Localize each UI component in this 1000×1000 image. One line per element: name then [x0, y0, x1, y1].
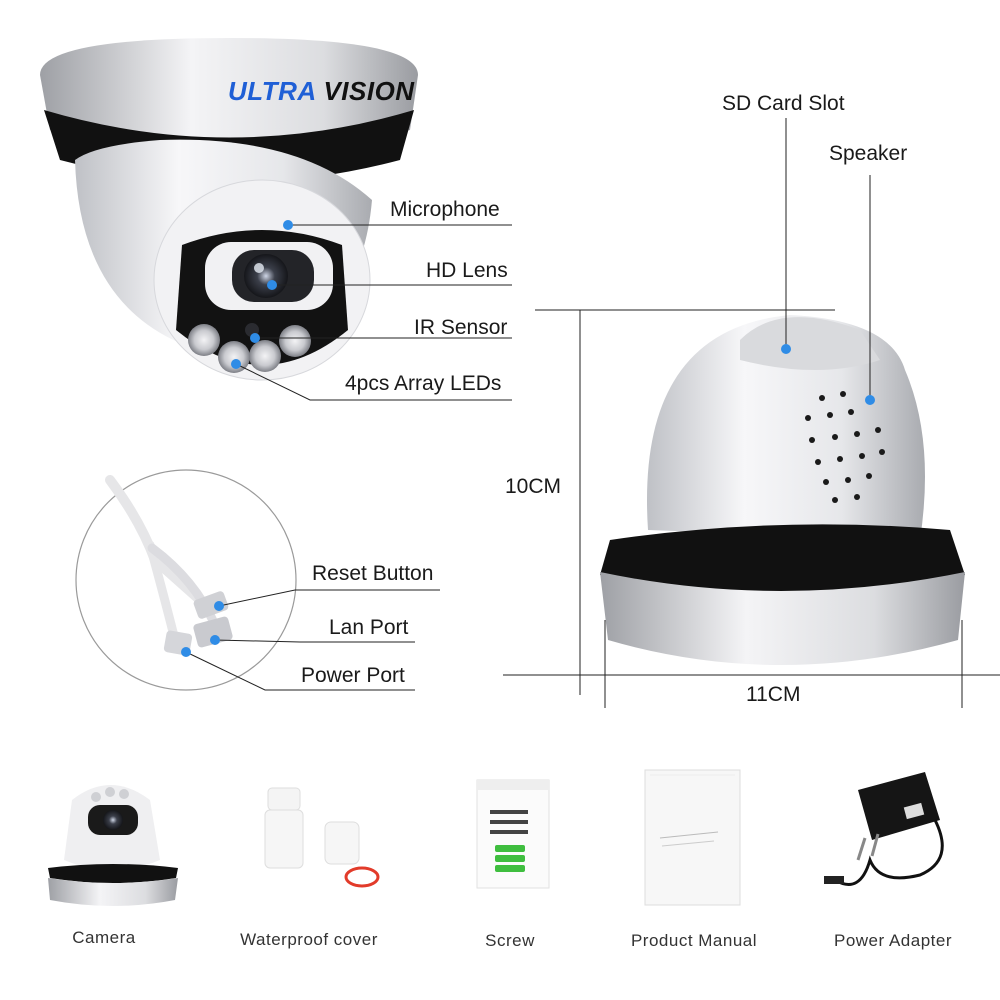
package-caption-manual: Product Manual [630, 931, 758, 950]
package-camera-image [48, 785, 178, 906]
package-caption-power-adapter: Power Adapter [833, 931, 952, 950]
dimension-height: 10CM [505, 475, 562, 498]
package-screw-image [476, 779, 550, 889]
label-lan-port: Lan Port [329, 616, 409, 639]
dimension-width: 11CM [746, 683, 801, 706]
package-manual-image [644, 769, 741, 906]
label-microphone: Microphone [390, 198, 500, 221]
label-speaker: Speaker [829, 142, 908, 165]
callout-markers [181, 220, 875, 657]
cable-detail-image [75, 469, 297, 691]
label-reset-button: Reset Button [312, 562, 434, 585]
label-power-port: Power Port [301, 664, 405, 687]
label-leds: 4pcs Array LEDs [345, 372, 502, 395]
label-ir-sensor: IR Sensor [414, 316, 508, 339]
speaker-grille [805, 391, 885, 503]
label-hd-lens: HD Lens [426, 259, 508, 282]
package-waterproof-cover-image [264, 787, 380, 888]
rear-camera-image [600, 315, 965, 665]
package-caption-screw: Screw [485, 931, 535, 950]
package-caption-camera: Camera [72, 928, 136, 947]
label-sd-card-slot: SD Card Slot [722, 92, 845, 115]
package-power-adapter-image [824, 772, 944, 886]
callout-lines [185, 118, 1000, 708]
front-camera-image [40, 38, 418, 381]
brand-right: VISION [323, 76, 415, 106]
package-caption-waterproof-cover: Waterproof cover [240, 930, 378, 949]
brand-left: ULTRA [228, 76, 316, 106]
brand-logo: ULTRA VISION [228, 76, 415, 107]
